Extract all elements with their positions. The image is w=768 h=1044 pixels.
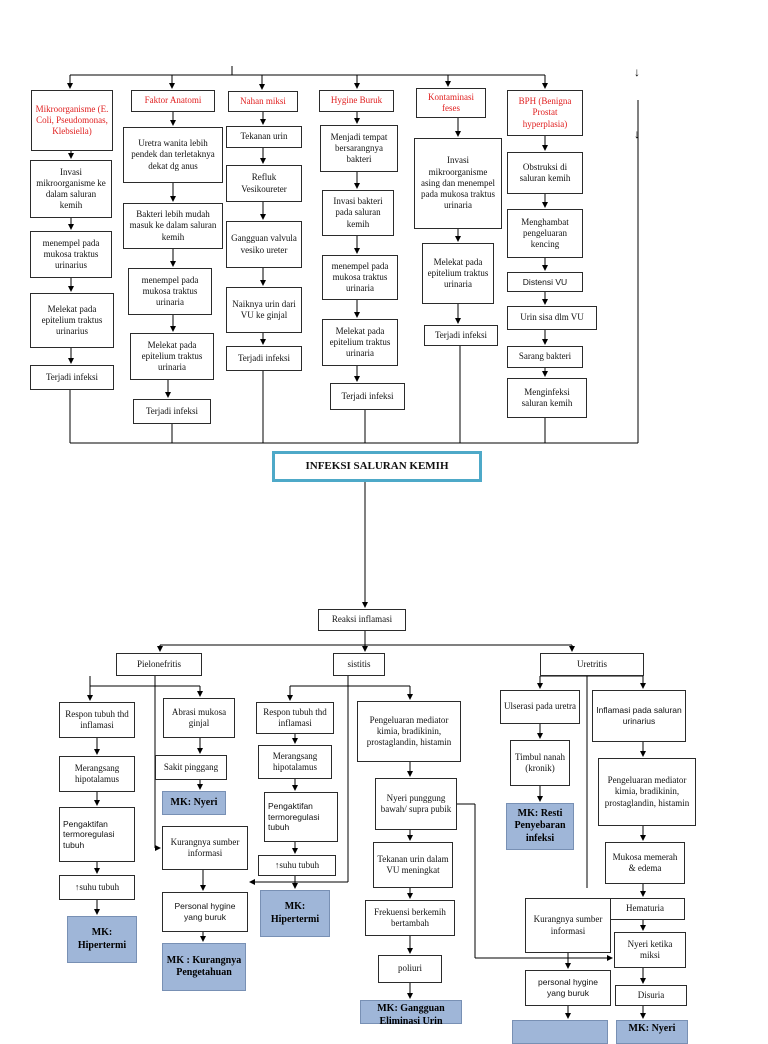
node-bakteri-mudah-masuk: Bakteri lebih mudah masuk ke dalam salur… xyxy=(123,203,223,249)
node-pengeluaran-mediator: Pengeluaran mediator kimia, bradikinin, … xyxy=(598,758,696,826)
node-sistitis: sistitis xyxy=(333,653,385,676)
node-mukosa-memerah: Mukosa memerah & edema xyxy=(605,842,685,884)
node-sarang-bakteri: Sarang bakteri xyxy=(507,346,583,368)
node-suhu-tubuh: ↑suhu tubuh xyxy=(258,855,336,876)
node-hygine-buruk: Hygine Buruk xyxy=(319,90,394,112)
node-mk-resti-penyebaran: MK: Resti Penyebaran infeksi xyxy=(506,803,574,850)
node-merangsang-hipotalamus: Merangsang hipotalamus xyxy=(59,756,135,792)
node-nyeri-ketika-miksi: Nyeri ketika miksi xyxy=(614,932,686,968)
node-menempel-mukosa: menempel pada mukosa traktus urinarius xyxy=(30,231,112,278)
down-arrow-icon: ↓ xyxy=(634,127,640,141)
node-pielonefritis: Pielonefritis xyxy=(116,653,202,676)
node-reaksi-inflamasi: Reaksi inflamasi xyxy=(318,609,406,631)
node-tekanan-urin: Tekanan urin xyxy=(226,126,302,148)
node-refluk-vesikoureter: Refluk Vesikoureter xyxy=(226,165,302,202)
node-distensi-vu: Distensi VU xyxy=(507,272,583,292)
node-terjadi-infeksi: Terjadi infeksi xyxy=(133,399,211,424)
node-terjadi-infeksi: Terjadi infeksi xyxy=(424,325,498,346)
node-personal-hygine: personal hygine yang buruk xyxy=(525,970,611,1006)
node-disuria: Disuria xyxy=(615,985,687,1006)
node-terjadi-infeksi: Terjadi infeksi xyxy=(226,346,302,371)
node-menjadi-tempat: Menjadi tempat bersarangnya bakteri xyxy=(320,125,398,172)
node-mk-gangguan-eliminasi: MK: Gangguan Eliminasi Urin xyxy=(360,1000,462,1027)
node-invasi-mikroorganisme: Invasi mikroorganisme ke dalam saluran k… xyxy=(30,160,112,218)
node-terjadi-infeksi: Terjadi infeksi xyxy=(330,383,405,410)
node-terjadi-infeksi: Terjadi infeksi xyxy=(30,365,114,390)
node-personal-hygine: Personal hygine yang buruk xyxy=(162,892,248,932)
node-melekat-epitelium: Melekat pada epitelium traktus urinarius xyxy=(30,293,114,348)
node-tekanan-urin-vu: Tekanan urin dalam VU meningkat xyxy=(373,842,453,888)
node-kurangnya-informasi: Kurangnya sumber informasi xyxy=(162,826,248,870)
node-menghambat: Menghambat pengeluaran kencing xyxy=(507,209,583,258)
node-melekat-epitelium: Melekat pada epitelium traktus urinaria xyxy=(130,333,214,380)
down-arrow-icon: ↓ xyxy=(634,65,640,79)
node-pengaktifan-termoregulasi: Pengaktifan termoregulasi tubuh xyxy=(264,792,338,842)
node-uretritis: Uretritis xyxy=(540,653,644,676)
node-bph: BPH (Benigna Prostat hyperplasia) xyxy=(507,90,583,136)
node-pengeluaran-mediator: Pengeluaran mediator kimia, bradikinin, … xyxy=(357,701,461,762)
node-gangguan-valvula: Gangguan valvula vesiko ureter xyxy=(226,221,302,268)
node-mk-nyeri: MK: Nyeri xyxy=(162,791,226,815)
node-suhu-tubuh: ↑suhu tubuh xyxy=(59,875,135,900)
node-naiknya-urin: Naiknya urin dari VU ke ginjal xyxy=(226,287,302,333)
node-frekuensi-berkemih: Frekuensi berkemih bertambah xyxy=(365,900,455,936)
node-poliuri: poliuri xyxy=(378,955,442,983)
node-invasi-bakteri: Invasi bakteri pada saluran kemih xyxy=(322,190,394,236)
node-mikroorganisme: Mikroorganisme (E. Coli, Pseudomonas, Kl… xyxy=(31,90,113,151)
node-menempel-mukosa: menempel pada mukosa traktus urinaria xyxy=(128,268,212,315)
node-timbul-nanah: Timbul nanah (kronik) xyxy=(510,740,570,786)
node-urin-sisa: Urin sisa dlm VU xyxy=(507,306,597,330)
node-menempel-mukosa: menempel pada mukosa traktus urinaria xyxy=(322,255,398,300)
node-mk-hipertermi: MK: Hipertermi xyxy=(260,890,330,937)
node-nahan-miksi: Nahan miksi xyxy=(228,91,298,112)
node-uretra-wanita: Uretra wanita lebih pendek dan terletakn… xyxy=(123,127,223,183)
node-melekat-epitelium: Melekat pada epitelium traktus urinaria xyxy=(422,243,494,304)
main-title-node: INFEKSI SALURAN KEMIH xyxy=(272,451,482,482)
node-faktor-anatomi: Faktor Anatomi xyxy=(131,90,215,112)
node-respon-tubuh: Respon tubuh thd inflamasi xyxy=(256,702,334,734)
node-mk-hipertermi: MK: Hipertermi xyxy=(67,916,137,963)
node-invasi-mikroorganisme-asing: Invasi mikroorganisme asing dan menempel… xyxy=(414,138,502,229)
node-obstruksi: Obstruksi di saluran kemih xyxy=(507,152,583,194)
node-inflamasi-saluran: Inflamasi pada saluran urinarius xyxy=(592,690,686,742)
node-hematuria: Hematuria xyxy=(605,898,685,920)
node-respon-tubuh: Respon tubuh thd inflamasi xyxy=(59,702,135,738)
node-menginfeksi: Menginfeksi saluran kemih xyxy=(507,378,587,418)
node-melekat-epitelium: Melekat pada epitelium traktus urinaria xyxy=(322,319,398,366)
node-merangsang-hipotalamus: Merangsang hipotalamus xyxy=(258,745,332,779)
node-mk-kurangnya-pengetahuan: MK : Kurangnya Pengetahuan xyxy=(162,943,246,991)
node-kurangnya-informasi: Kurangnya sumber informasi xyxy=(525,898,611,953)
node-nyeri-punggung: Nyeri punggung bawah/ supra pubik xyxy=(375,778,457,830)
node-sakit-pinggang: Sakit pinggang xyxy=(155,755,227,780)
node-ulserasi-uretra: Ulserasi pada uretra xyxy=(500,690,580,724)
node-kontaminasi-feses: Kontaminasi feses xyxy=(416,88,486,118)
node-pengaktifan-termoregulasi: Pengaktifan termoregulasi tubuh xyxy=(59,807,135,862)
node-abrasi-mukosa: Abrasi mukosa ginjal xyxy=(163,698,235,738)
